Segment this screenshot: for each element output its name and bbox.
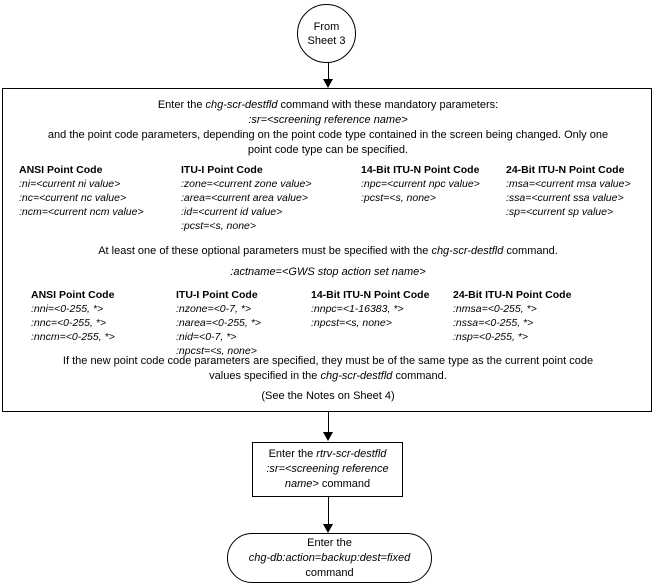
mandatory-group-14bit-itu-n: 14-Bit ITU-N Point Code :npc=<current np… [361,163,480,205]
mandatory-group-24bit-itu-n: 24-Bit ITU-N Point Code :msa=<current ms… [506,163,631,219]
rtrv-box-line-3-post: command [318,478,371,490]
rtrv-box-line-1-command: rtrv-scr-destfld [316,448,387,460]
main-intro-line-1-command: chg-scr-destfld [205,99,278,111]
main-footer-line-2: values specified in the chg-scr-destfld … [3,369,653,384]
connector-line-main-to-rtrv [327,412,329,432]
mandatory-group-itu-i-line-2: :id=<current id value> [181,206,283,218]
optional-group-ansi-line-0: :nni=<0-255, *> [31,303,104,315]
main-footer-line-2-post: command. [392,370,447,382]
mandatory-group-14bit-itu-n-line-0: :npc=<current npc value> [361,178,480,190]
mandatory-group-itu-i-header: ITU-I Point Code [181,164,263,176]
connector-from-sheet-3: From Sheet 3 [297,4,356,63]
mandatory-group-ansi-line-1: :nc=<current nc value> [19,192,127,204]
mandatory-group-itu-i: ITU-I Point Code :zone=<current zone val… [181,163,311,233]
mandatory-group-ansi-header: ANSI Point Code [19,164,103,176]
connector-line-rtrv-to-backup [327,497,329,524]
optional-group-itu-i-line-2: :nid=<0-7, *> [176,331,237,343]
rtrv-box-line-3: name> command [285,477,370,492]
connector-line-circle-to-main [327,63,329,80]
optional-group-itu-i-line-1: :narea=<0-255, *> [176,317,261,329]
main-footer-line-2-pre: values specified in the [209,370,321,382]
main-footer-line-1: If the new point code code parameters ar… [62,355,594,367]
main-footer-line-2-command: chg-scr-destfld [320,370,393,382]
optional-group-14bit-itu-n: 14-Bit ITU-N Point Code :nnpc=<1-16383, … [311,288,429,330]
rtrv-box-line-3-param: name> [284,478,319,490]
optional-group-itu-i-line-0: :nzone=<0-7, *> [176,303,252,315]
optional-group-ansi: ANSI Point Code :nni=<0-255, *> :nnc=<0-… [31,288,115,344]
main-intro-line-1: Enter the chg-scr-destfld command with t… [3,98,653,113]
rtrv-box-line-1-pre: Enter the [268,448,317,460]
arrowhead-main-to-rtrv [322,432,333,441]
mandatory-group-24bit-itu-n-line-0: :msa=<current msa value> [506,178,631,190]
chg-db-backup-box: Enter the chg-db:action=backup:dest=fixe… [227,533,432,583]
optional-group-itu-i: ITU-I Point Code :nzone=<0-7, *> :narea=… [176,288,261,358]
connector-label-line1: From [313,20,340,33]
main-process-box: Enter the chg-scr-destfld command with t… [2,88,652,412]
optional-actname-param: :actname=<GWS stop action set name> [230,266,426,278]
mandatory-group-24bit-itu-n-line-2: :sp=<current sp value> [506,206,614,218]
main-intro-line-1-post: command with these mandatory parameters: [277,99,499,111]
optional-group-14bit-itu-n-line-0: :nnpc=<1-16383, *> [311,303,404,315]
mandatory-group-ansi: ANSI Point Code :ni=<current ni value> :… [19,163,144,219]
optional-group-itu-i-line-3: :npcst=<s, none> [176,345,257,357]
main-footer-note: (See the Notes on Sheet 4) [261,390,395,402]
optional-group-14bit-itu-n-header: 14-Bit ITU-N Point Code [311,289,430,301]
mandatory-group-itu-i-line-0: :zone=<current zone value> [181,178,312,190]
main-intro-line-4: point code type can be specified. [247,144,409,156]
backup-box-line-2: chg-db:action=backup:dest=fixed [248,551,411,564]
optional-group-14bit-itu-n-line-1: :npcst=<s, none> [311,317,392,329]
arrowhead-rtrv-to-backup [322,524,333,533]
mandatory-group-ansi-line-2: :ncm=<current ncm value> [19,206,144,218]
rtrv-box-line-1: Enter the rtrv-scr-destfld [269,447,387,462]
optional-group-24bit-itu-n-line-1: :nssa=<0-255, *> [453,317,534,329]
mandatory-group-itu-i-line-1: :area=<current area value> [181,192,308,204]
rtrv-box-line-2: :sr=<screening reference [266,463,389,475]
mandatory-group-itu-i-line-3: :pcst=<s, none> [181,220,257,232]
optional-group-24bit-itu-n-header: 24-Bit ITU-N Point Code [453,289,572,301]
backup-box-line-1: Enter the [307,536,352,549]
main-intro-sr-param: :sr=<screening reference name> [248,114,408,126]
mandatory-group-24bit-itu-n-header: 24-Bit ITU-N Point Code [506,164,625,176]
rtrv-scr-destfld-box: Enter the rtrv-scr-destfld :sr=<screenin… [252,442,403,497]
mandatory-group-14bit-itu-n-line-1: :pcst=<s, none> [361,192,437,204]
main-intro-line-3: and the point code parameters, depending… [47,129,609,141]
arrowhead-circle-to-main [322,79,333,88]
optional-params-intro-post: command. [503,245,558,257]
optional-group-ansi-line-2: :nncm=<0-255, *> [31,331,115,343]
optional-group-24bit-itu-n-line-2: :nsp=<0-255, *> [453,331,529,343]
backup-box-line-3: command [305,566,354,579]
mandatory-group-14bit-itu-n-header: 14-Bit ITU-N Point Code [361,164,480,176]
main-intro-line-1-pre: Enter the [157,99,206,111]
optional-group-ansi-header: ANSI Point Code [31,289,115,301]
optional-group-ansi-line-1: :nnc=<0-255, *> [31,317,107,329]
connector-label-line2: Sheet 3 [307,34,346,47]
optional-params-intro: At least one of these optional parameter… [3,244,653,259]
mandatory-group-24bit-itu-n-line-1: :ssa=<current ssa value> [506,192,624,204]
optional-params-intro-command: chg-scr-destfld [431,245,504,257]
mandatory-group-ansi-line-0: :ni=<current ni value> [19,178,121,190]
optional-group-24bit-itu-n-line-0: :nmsa=<0-255, *> [453,303,537,315]
optional-group-itu-i-header: ITU-I Point Code [176,289,258,301]
optional-group-24bit-itu-n: 24-Bit ITU-N Point Code :nmsa=<0-255, *>… [453,288,571,344]
optional-params-intro-pre: At least one of these optional parameter… [98,245,432,257]
